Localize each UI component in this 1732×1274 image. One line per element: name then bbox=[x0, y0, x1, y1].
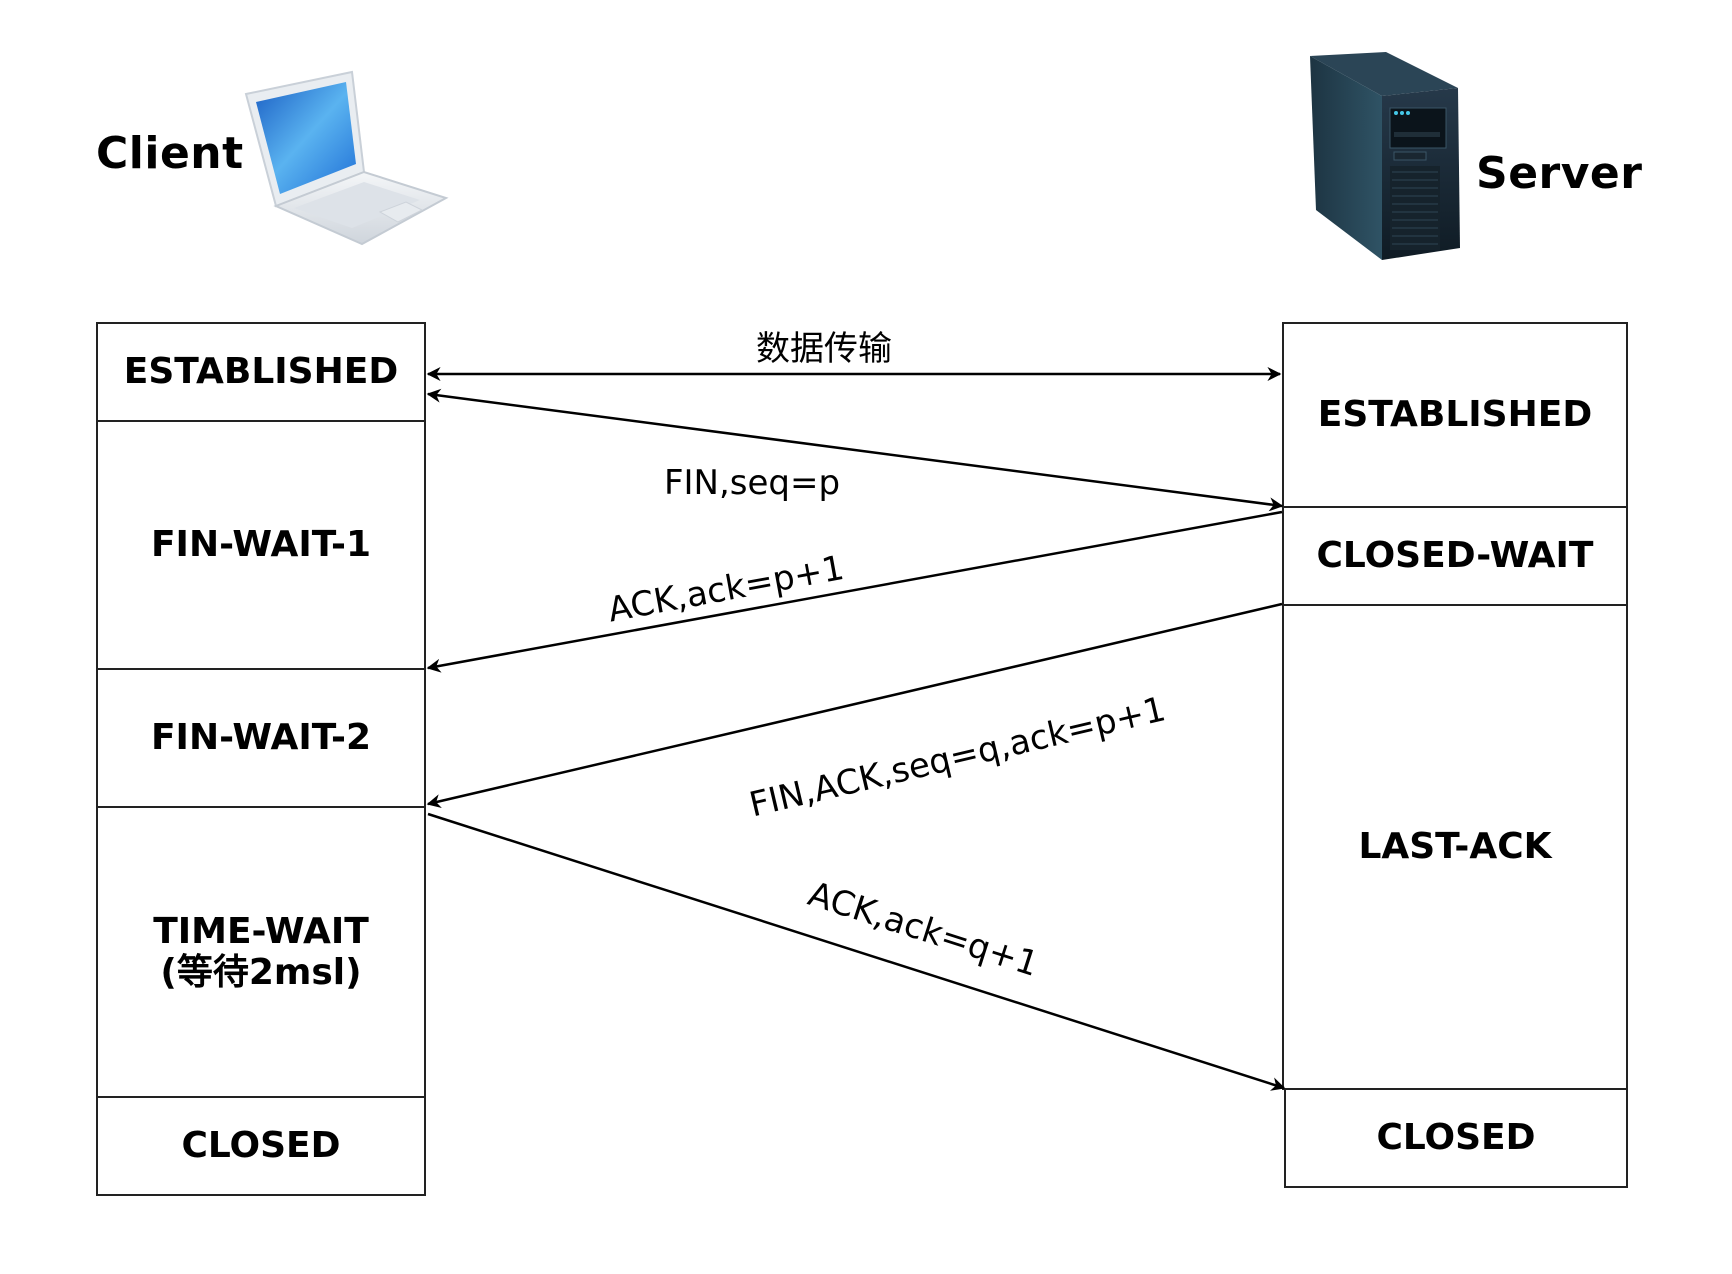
client-state-fin-wait-2: FIN-WAIT-2 bbox=[96, 668, 426, 808]
state-label: FIN-WAIT-1 bbox=[150, 524, 372, 566]
ack2-label: ACK,ack=q+1 bbox=[803, 874, 1043, 985]
state-label: ESTABLISHED bbox=[1317, 394, 1593, 436]
fin-ack-arrow bbox=[426, 602, 1283, 808]
client-label: Client bbox=[96, 128, 244, 179]
state-label: CLOSED bbox=[1376, 1117, 1536, 1159]
fin-arrow bbox=[426, 388, 1284, 512]
server-state-last-ack: LAST-ACK bbox=[1282, 604, 1628, 1090]
state-label: CLOSED-WAIT bbox=[1316, 535, 1594, 577]
fin-ack-label: FIN,ACK,seq=q,ack=p+1 bbox=[746, 689, 1170, 825]
state-label: TIME-WAIT bbox=[153, 910, 369, 952]
laptop-icon bbox=[240, 66, 450, 250]
state-label: ESTABLISHED bbox=[123, 351, 399, 393]
state-label: LAST-ACK bbox=[1358, 826, 1552, 868]
data-transfer-label: 数据传输 bbox=[756, 329, 892, 369]
client-state-established: ESTABLISHED bbox=[96, 322, 426, 422]
ack1-label: ACK,ack=p+1 bbox=[605, 548, 847, 630]
state-sublabel: (等待2msl) bbox=[160, 952, 362, 993]
ack1-arrow bbox=[426, 510, 1283, 673]
client-state-closed: CLOSED bbox=[96, 1096, 426, 1196]
server-label: Server bbox=[1476, 148, 1643, 199]
state-label: FIN-WAIT-2 bbox=[150, 717, 372, 759]
server-tower-icon bbox=[1308, 52, 1468, 266]
ack2-arrow bbox=[427, 812, 1286, 1091]
state-label: CLOSED bbox=[181, 1125, 341, 1167]
client-state-time-wait: TIME-WAIT (等待2msl) bbox=[96, 806, 426, 1098]
fin-label: FIN,seq=p bbox=[664, 463, 840, 503]
client-state-fin-wait-1: FIN-WAIT-1 bbox=[96, 420, 426, 670]
server-state-closed: CLOSED bbox=[1284, 1088, 1628, 1188]
